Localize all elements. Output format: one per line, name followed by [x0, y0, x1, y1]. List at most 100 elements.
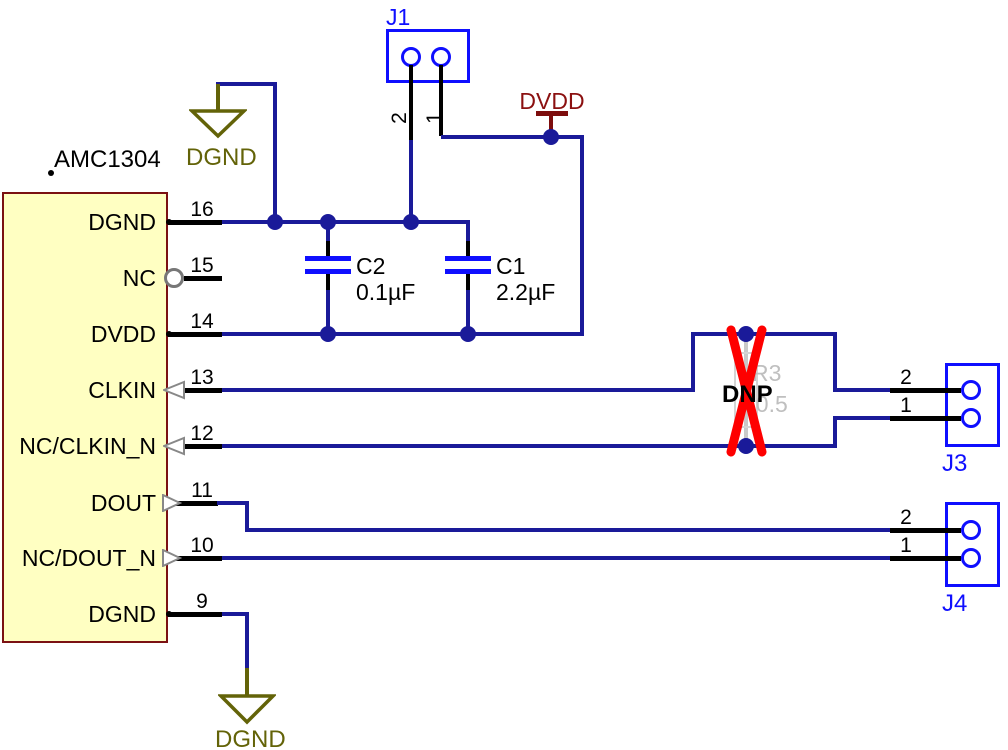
j3-label[interactable]: J3: [942, 450, 968, 477]
pin-num-15: 15: [190, 254, 214, 277]
wire-dout-a[interactable]: [217, 501, 249, 505]
nc-pin-circle: [164, 268, 184, 288]
wire-j1-pin2-to-rail[interactable]: [409, 140, 413, 224]
wire-j3-pin2[interactable]: [835, 388, 892, 392]
ic-ref-label[interactable]: AMC1304: [54, 146, 161, 173]
wire-dvdd-rail[interactable]: [222, 332, 584, 336]
j4-pin2-number: 2: [900, 506, 912, 529]
ground-symbol-top[interactable]: [189, 108, 247, 139]
wire-dout-jog[interactable]: [245, 501, 249, 532]
j3-body[interactable]: [945, 363, 1000, 447]
wire-c1-top[interactable]: [466, 222, 470, 258]
output-arrow-icon: [162, 549, 182, 567]
j3-pin2-stub[interactable]: [890, 388, 961, 393]
c1-ref-label[interactable]: C1: [496, 253, 526, 279]
pin-name-nc-clkin-n-12: NC/CLKIN_N: [19, 433, 156, 459]
j1-pin2-stub[interactable]: [409, 65, 413, 140]
c2-value-label[interactable]: 0.1µF: [356, 279, 416, 305]
wire-j3-pin1-rise[interactable]: [833, 416, 837, 448]
ground-stem-top[interactable]: [216, 84, 220, 112]
wire-clkin-n[interactable]: [222, 444, 837, 448]
j3-pin1-stub[interactable]: [890, 416, 961, 421]
wire-c1-bottom[interactable]: [466, 272, 470, 334]
j4-pin1-number: 1: [900, 534, 912, 557]
pin-stub-9[interactable]: [168, 612, 222, 617]
pin-name-nc-dout-n-10: NC/DOUT_N: [21, 545, 156, 571]
pin-stub-12[interactable]: [184, 444, 222, 449]
c2-plate-top[interactable]: [305, 256, 351, 261]
input-arrow-icon: [163, 380, 185, 400]
wire-dgnd9[interactable]: [222, 612, 249, 616]
pin-stub-14[interactable]: [168, 332, 222, 337]
wire-clkin[interactable]: [222, 388, 695, 392]
junction-dot: [738, 438, 754, 454]
j1-body[interactable]: [386, 29, 470, 83]
j1-label[interactable]: J1: [386, 4, 411, 30]
wire-j1pin1-to-dvdd[interactable]: [441, 135, 582, 139]
j3-pin2-circle[interactable]: [961, 380, 981, 400]
pin-name-dvdd-14: DVDD: [90, 321, 156, 347]
wire-dgnd-top-horizontal[interactable]: [216, 82, 277, 86]
junction-dot: [738, 326, 754, 342]
j3-pin2-number: 2: [900, 366, 912, 389]
dvdd-symbol-stem[interactable]: [549, 114, 553, 139]
r3-body[interactable]: [734, 352, 758, 428]
c1-value-label[interactable]: 2.2µF: [496, 279, 556, 305]
pin-num-16: 16: [190, 198, 214, 221]
c2-lead-top: [326, 241, 330, 256]
pin-num-12: 12: [190, 422, 214, 445]
j3-pin1-number: 1: [900, 394, 912, 417]
pin-num-11: 11: [191, 479, 213, 502]
j3-pin1-circle[interactable]: [961, 408, 981, 428]
wire-dvdd-drop[interactable]: [580, 135, 584, 336]
c1-plate-bottom[interactable]: [445, 269, 491, 274]
c2-lead-bottom: [326, 274, 330, 290]
junction-dot: [403, 214, 419, 230]
c2-plate-bottom[interactable]: [305, 269, 351, 274]
j4-pin2-stub[interactable]: [890, 528, 961, 533]
j1-pin2-circle[interactable]: [401, 47, 421, 67]
j1-pin1-circle[interactable]: [431, 47, 451, 67]
pin-stub-10[interactable]: [176, 556, 222, 561]
j4-pin1-stub[interactable]: [890, 556, 961, 561]
ground-symbol-bottom[interactable]: [218, 693, 276, 725]
j1-pin1-stub[interactable]: [439, 65, 443, 136]
pin-stub-13[interactable]: [184, 388, 222, 393]
wire-dout-run[interactable]: [245, 528, 892, 532]
j4-pin2-circle[interactable]: [961, 520, 981, 540]
ground-label-bottom[interactable]: DGND: [215, 726, 286, 750]
dvdd-symbol-bar[interactable]: [536, 111, 568, 116]
dnp-cross-icon: [726, 325, 767, 457]
pin-edge-dot-9: [166, 611, 172, 617]
c1-lead-top: [466, 241, 470, 256]
input-arrow-icon: [163, 436, 185, 456]
wire-dgnd-top-vertical[interactable]: [273, 82, 277, 222]
ground-label-top[interactable]: DGND: [186, 144, 257, 171]
pin-edge-dot-14: [166, 331, 172, 337]
dnp-label: DNP: [722, 381, 773, 408]
wire-dout-n-run[interactable]: [222, 556, 892, 560]
dvdd-label[interactable]: DVDD: [519, 88, 585, 114]
wire-dgnd9-drop[interactable]: [245, 612, 249, 670]
pin-edge-dot-16: [166, 219, 172, 225]
wire-dgnd-rail[interactable]: [222, 220, 470, 224]
j4-body[interactable]: [945, 502, 1000, 587]
c1-lead-bottom: [466, 274, 470, 290]
wire-j3-pin2-drop[interactable]: [833, 332, 837, 392]
c1-plate-top[interactable]: [445, 256, 491, 261]
junction-dot: [267, 214, 283, 230]
j4-pin1-circle[interactable]: [961, 548, 981, 568]
wire-j3-pin1[interactable]: [835, 416, 892, 420]
pin-stub-11[interactable]: [176, 501, 218, 506]
pin-stub-15[interactable]: [184, 276, 222, 281]
ic-body[interactable]: [2, 192, 168, 643]
c2-ref-label[interactable]: C2: [356, 253, 386, 279]
ic-ref-anchor-dot: [48, 170, 54, 176]
wire-clkin-up[interactable]: [691, 332, 695, 392]
ground-stem-bottom[interactable]: [245, 668, 249, 698]
wire-c2-bottom[interactable]: [326, 272, 330, 334]
wire-c2-top[interactable]: [326, 222, 330, 258]
pin-stub-16[interactable]: [168, 220, 222, 225]
j4-label[interactable]: J4: [942, 590, 968, 617]
